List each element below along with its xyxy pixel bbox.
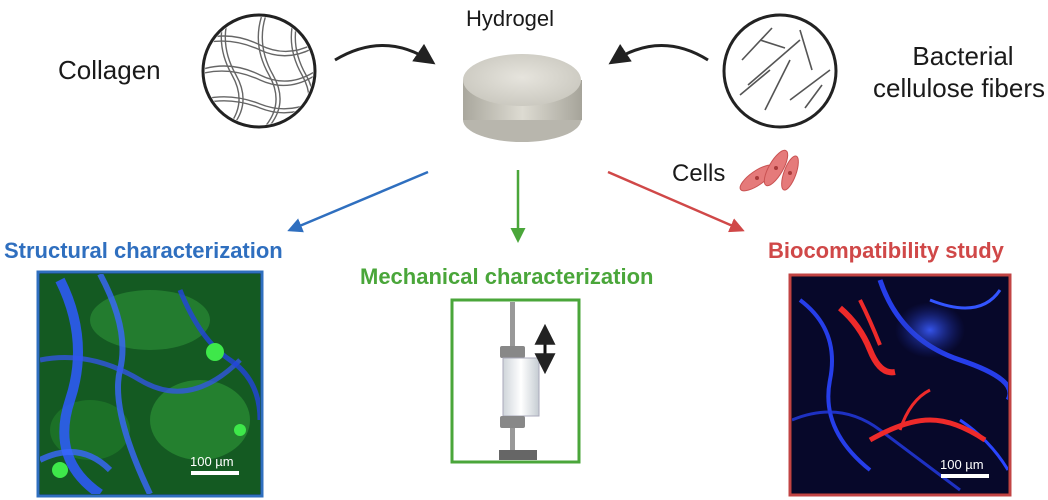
cellulose-label-line2: cellulose fibers xyxy=(873,72,1033,104)
collagen-fiber-icon xyxy=(200,15,320,130)
cells-icon xyxy=(737,147,802,195)
mechanical-test-icon xyxy=(452,300,579,462)
cellulose-fiber-icon xyxy=(724,15,836,127)
hydrogel-title: Hydrogel xyxy=(466,6,554,32)
biocompat-scale-label: 100 µm xyxy=(940,457,984,472)
structural-scale-label: 100 µm xyxy=(190,454,234,469)
mechanical-title: Mechanical characterization xyxy=(360,264,653,290)
arrow-to-structural xyxy=(290,172,428,230)
cellulose-label: Bacterial cellulose fibers xyxy=(893,40,1033,104)
collagen-label: Collagen xyxy=(58,55,161,86)
hydrogel-disk xyxy=(463,54,582,142)
collagen-to-hydrogel-arrow xyxy=(335,45,432,62)
biocompat-title: Biocompatibility study xyxy=(768,238,1004,264)
cellulose-label-line1: Bacterial xyxy=(893,40,1033,72)
cellulose-to-hydrogel-arrow xyxy=(612,45,708,62)
structural-title: Structural characterization xyxy=(4,238,283,264)
cells-label: Cells xyxy=(672,160,725,188)
